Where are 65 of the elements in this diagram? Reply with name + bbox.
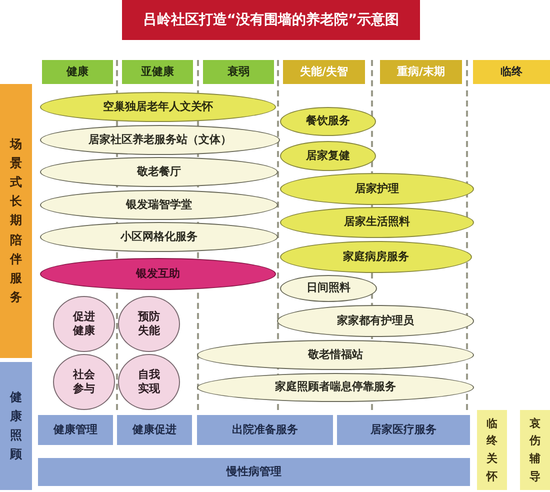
node-label: 家庭病房服务 — [343, 250, 409, 264]
category-band — [0, 84, 32, 358]
node-label: 自我实现 — [137, 368, 161, 396]
care-service-box — [520, 410, 550, 490]
service-ellipse — [40, 157, 278, 187]
service-ellipse — [280, 207, 474, 238]
care-service-box — [337, 415, 470, 445]
node-label: 健康照顾 — [10, 388, 22, 464]
node-label: 预防失能 — [137, 310, 161, 338]
node-label: 敬老惜福站 — [308, 348, 363, 362]
service-ellipse — [40, 222, 278, 252]
node-label: 健康 — [66, 64, 88, 80]
node-label: 居家护理 — [355, 182, 399, 196]
node-label: 居家复健 — [306, 148, 350, 164]
node-label: 餐饮服务 — [306, 114, 350, 129]
service-ellipse — [280, 107, 376, 136]
care-service-box — [477, 410, 507, 490]
node-label: 衰弱 — [228, 64, 250, 80]
service-ellipse — [280, 275, 377, 302]
node-label: 社会参与 — [72, 368, 96, 396]
care-service-box — [117, 415, 192, 445]
service-ellipse — [40, 190, 278, 220]
node-label: 小区网格化服务 — [120, 230, 198, 244]
title-banner: 吕岭社区打造“没有围墙的养老院”示意图 — [122, 0, 420, 40]
service-ellipse — [280, 173, 474, 205]
node-label: 哀伤辅导 — [530, 416, 540, 485]
node-label: 敬老餐厅 — [137, 164, 181, 180]
stage-header — [122, 60, 193, 84]
care-service-box — [38, 458, 470, 486]
service-ellipse — [40, 125, 280, 155]
service-ellipse — [197, 340, 474, 370]
care-service-box — [197, 415, 333, 445]
stage-header — [283, 60, 365, 84]
node-label: 居家医疗服务 — [370, 422, 436, 438]
stage-header — [473, 60, 550, 84]
node-label: 临终关怀 — [486, 416, 498, 485]
service-ellipse — [280, 141, 376, 171]
node-label: 临终 — [500, 64, 522, 80]
node-label: 重病/末期 — [396, 64, 446, 80]
node-label: 家庭照顾者喘息停靠服务 — [275, 380, 396, 395]
node-label: 银发瑞智学堂 — [126, 198, 192, 212]
node-label: 银发互助 — [136, 266, 180, 282]
service-ellipse — [280, 241, 472, 273]
node-label: 健康管理 — [54, 422, 98, 438]
node-label: 居家社区养老服务站（文体） — [88, 132, 232, 148]
node-label: 出院准备服务 — [232, 422, 298, 438]
node-label: 健康促进 — [132, 422, 176, 438]
service-ellipse — [40, 92, 276, 122]
node-label: 亚健康 — [141, 64, 174, 80]
category-band — [0, 362, 32, 490]
care-service-box — [38, 415, 113, 445]
node-label: 促进健康 — [72, 310, 96, 338]
stage-header — [380, 60, 462, 84]
stage-header — [203, 60, 274, 84]
node-label: 空巢独居老年人文关怀 — [103, 100, 213, 114]
stage-header — [42, 60, 113, 84]
service-ellipse — [40, 258, 276, 290]
service-ellipse — [197, 373, 474, 402]
node-label: 场景式长期陪伴服务 — [10, 136, 22, 306]
node-label: 居家生活照料 — [344, 215, 410, 230]
node-label: 日间照料 — [306, 281, 350, 296]
node-label: 慢性病管理 — [226, 464, 282, 480]
node-label: 家家都有护理员 — [337, 314, 414, 328]
node-label: 失能/失智 — [300, 64, 348, 80]
service-ellipse — [277, 305, 474, 337]
